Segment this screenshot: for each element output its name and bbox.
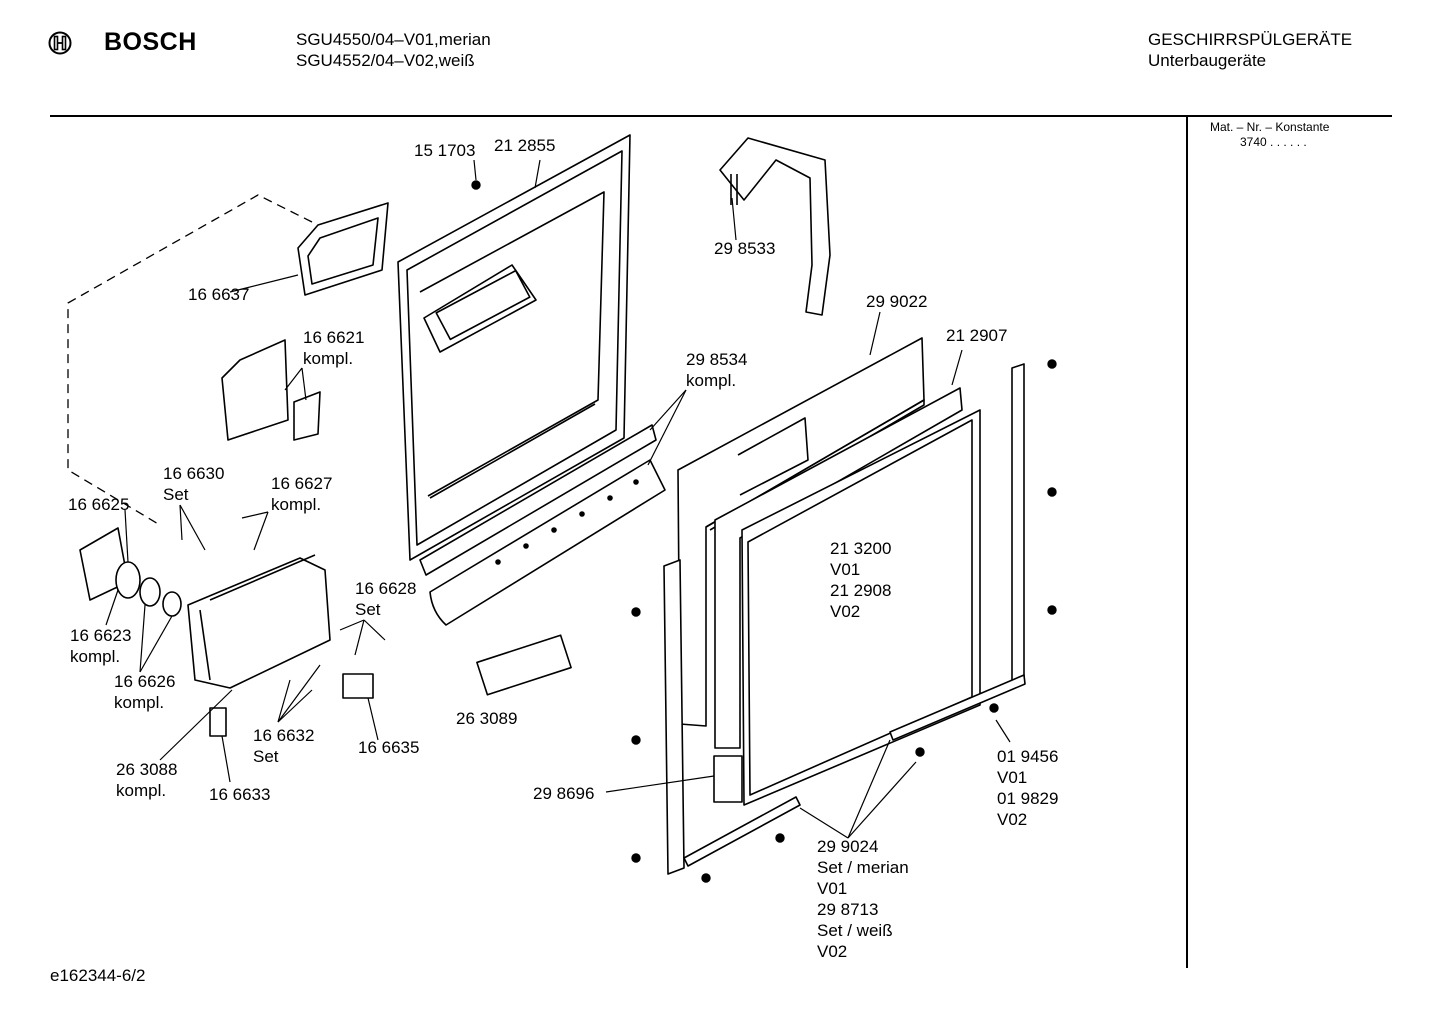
material-constant-value: 3740 . . . . . .	[1240, 135, 1307, 149]
part-label-166625: 16 6625	[68, 495, 130, 514]
material-constant-label: Mat. – Nr. – Konstante	[1210, 120, 1330, 134]
brand-name: BOSCH	[104, 28, 197, 56]
part-label-298533: 29 8533	[714, 239, 776, 258]
screw-icons	[471, 180, 1057, 883]
part-label-212907: 21 2907	[946, 326, 1008, 345]
control-panel-assembly	[187, 554, 331, 689]
lower-trim	[683, 796, 801, 867]
part-label-298696: 29 8696	[533, 784, 595, 803]
display-cover	[293, 391, 321, 441]
leader-lines	[105, 159, 1011, 839]
right-side-trim	[1011, 363, 1025, 685]
category-line-2: Unterbaugeräte	[1148, 51, 1267, 70]
model-line-2: SGU4552/04–V02,weiß	[296, 51, 475, 70]
top-handle-bracket	[719, 137, 831, 316]
catch-latch	[476, 634, 572, 696]
display-frame	[297, 202, 389, 296]
product-category: GESCHIRRSPÜLGERÄTE Unterbaugeräte	[1148, 29, 1352, 71]
door-trim-strip	[419, 424, 666, 626]
part-label-151703: 15 1703	[414, 141, 476, 160]
part-label-263089: 26 3089	[456, 709, 518, 728]
sidebar-divider	[1186, 116, 1188, 968]
left-side-trim	[663, 559, 685, 875]
part-label-299022: 29 9022	[866, 292, 928, 311]
part-label-166633: 16 6633	[209, 785, 271, 804]
knob-seal	[162, 591, 182, 617]
decor-panel	[741, 409, 981, 806]
part-label-212855: 21 2855	[494, 136, 556, 155]
bottom-trim	[889, 674, 1026, 741]
part-label-166637: 16 6637	[188, 285, 250, 304]
inner-door-panel	[397, 134, 631, 561]
dashed-assembly-guide	[67, 194, 313, 526]
knob-ring	[115, 561, 141, 599]
display-module	[221, 339, 289, 441]
model-numbers: SGU4550/04–V01,merian SGU4552/04–V02,wei…	[296, 29, 491, 71]
material-constant: Mat. – Nr. – Konstante 3740 . . . . . .	[1210, 120, 1329, 150]
part-label-166635: 16 6635	[358, 738, 420, 757]
spacer-block	[713, 755, 743, 803]
header-divider	[50, 115, 1392, 117]
document-id: e162344-6/2	[50, 966, 146, 985]
knob-shaft	[139, 577, 161, 607]
category-line-1: GESCHIRRSPÜLGERÄTE	[1148, 30, 1353, 49]
switch-block	[342, 673, 374, 699]
pcb-cover	[209, 707, 227, 737]
model-line-1: SGU4550/04–V01,merian	[296, 30, 491, 49]
bosch-logo-icon	[48, 31, 72, 55]
